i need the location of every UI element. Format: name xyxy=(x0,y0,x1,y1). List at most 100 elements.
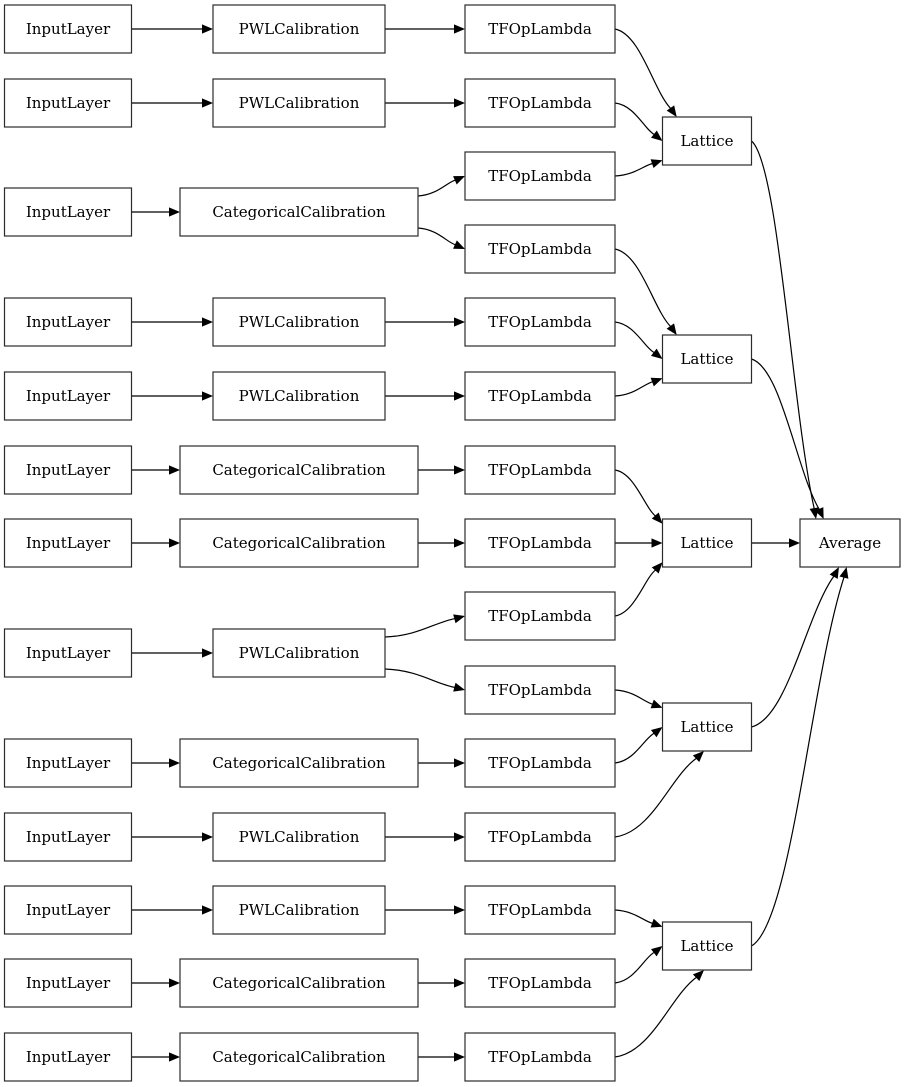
node-pwlcalibration-cal4[interactable]: PWLCalibration xyxy=(212,297,386,347)
node-input-layer-in3[interactable]: InputLayer xyxy=(3,187,133,237)
arrowhead-icon xyxy=(454,1052,465,1062)
node-tfop-lambda-lam2[interactable]: TFOpLambda xyxy=(464,78,616,128)
node-label: TFOpLambda xyxy=(488,681,592,699)
edge-lam12-to-lat4 xyxy=(614,751,704,838)
node-input-layer-in2[interactable]: InputLayer xyxy=(3,78,133,128)
arrowhead-icon xyxy=(202,24,213,34)
arrowhead-icon xyxy=(829,567,839,579)
node-tfop-lambda-lam14[interactable]: TFOpLambda xyxy=(464,958,616,1008)
edge-lam13-to-lat5 xyxy=(614,909,663,928)
node-box xyxy=(661,702,753,752)
node-categorical-calibration-cal7[interactable]: CategoricalCalibration xyxy=(179,518,419,568)
arrowhead-icon xyxy=(692,970,704,981)
node-box xyxy=(3,885,133,935)
node-pwlcalibration-cal5[interactable]: PWLCalibration xyxy=(212,371,386,421)
node-label: TFOpLambda xyxy=(488,828,592,846)
edge-cal3-to-lam4 xyxy=(417,227,465,249)
node-input-layer-in13[interactable]: InputLayer xyxy=(3,1032,133,1082)
node-input-layer-in1[interactable]: InputLayer xyxy=(3,4,133,54)
node-input-layer-in4[interactable]: InputLayer xyxy=(3,297,133,347)
edge-line xyxy=(614,248,672,328)
edge-in9-to-cal9 xyxy=(131,758,180,768)
node-pwlcalibration-cal2[interactable]: PWLCalibration xyxy=(212,78,386,128)
node-label: InputLayer xyxy=(26,901,111,919)
node-pwlcalibration-cal11[interactable]: PWLCalibration xyxy=(212,885,386,935)
node-categorical-calibration-cal13[interactable]: CategoricalCalibration xyxy=(179,1032,419,1082)
node-average-avg[interactable]: Average xyxy=(799,518,901,568)
edge-in7-to-cal7 xyxy=(131,538,180,548)
node-input-layer-in6[interactable]: InputLayer xyxy=(3,445,133,495)
edge-cal7-to-lam8 xyxy=(418,538,465,548)
node-input-layer-in7[interactable]: InputLayer xyxy=(3,518,133,568)
node-box xyxy=(179,738,419,788)
node-label: TFOpLambda xyxy=(488,901,592,919)
node-lattice-lat3[interactable]: Lattice xyxy=(661,518,753,568)
edge-lam2-to-lat1 xyxy=(614,102,663,141)
node-tfop-lambda-lam12[interactable]: TFOpLambda xyxy=(464,812,616,862)
node-box xyxy=(464,224,616,274)
edge-cal9-to-lam11 xyxy=(418,758,465,768)
node-label: CategoricalCalibration xyxy=(212,203,386,221)
node-box xyxy=(464,958,616,1008)
node-box xyxy=(464,738,616,788)
node-tfop-lambda-lam13[interactable]: TFOpLambda xyxy=(464,885,616,935)
node-box xyxy=(3,78,133,128)
node-input-layer-in5[interactable]: InputLayer xyxy=(3,371,133,421)
arrowhead-icon xyxy=(814,507,824,519)
node-label: CategoricalCalibration xyxy=(212,974,386,992)
node-box xyxy=(179,445,419,495)
node-pwlcalibration-cal10[interactable]: PWLCalibration xyxy=(212,812,386,862)
node-input-layer-in8[interactable]: InputLayer xyxy=(3,628,133,678)
node-tfop-lambda-lam9[interactable]: TFOpLambda xyxy=(464,591,616,641)
arrowhead-icon xyxy=(651,562,663,574)
node-tfop-lambda-lam4[interactable]: TFOpLambda xyxy=(464,224,616,274)
node-pwlcalibration-cal8[interactable]: PWLCalibration xyxy=(212,628,386,678)
node-input-layer-in10[interactable]: InputLayer xyxy=(3,812,133,862)
edge-in1-to-cal1 xyxy=(131,24,213,34)
node-lattice-lat5[interactable]: Lattice xyxy=(661,921,753,971)
node-tfop-lambda-lam5[interactable]: TFOpLambda xyxy=(464,297,616,347)
edge-line xyxy=(614,28,672,110)
node-box xyxy=(212,812,386,862)
node-label: TFOpLambda xyxy=(488,94,592,112)
node-tfop-lambda-lam11[interactable]: TFOpLambda xyxy=(464,738,616,788)
edge-line xyxy=(751,575,835,728)
node-categorical-calibration-cal12[interactable]: CategoricalCalibration xyxy=(179,958,419,1008)
node-box xyxy=(3,518,133,568)
node-label: PWLCalibration xyxy=(239,94,360,112)
node-tfop-lambda-lam3[interactable]: TFOpLambda xyxy=(464,151,616,201)
node-tfop-lambda-lam10[interactable]: TFOpLambda xyxy=(464,665,616,715)
arrowhead-icon xyxy=(453,240,465,249)
node-pwlcalibration-cal1[interactable]: PWLCalibration xyxy=(212,4,386,54)
node-label: InputLayer xyxy=(26,974,111,992)
edge-line xyxy=(614,689,654,705)
node-box xyxy=(464,371,616,421)
node-lattice-lat1[interactable]: Lattice xyxy=(661,116,753,166)
node-lattice-lat4[interactable]: Lattice xyxy=(661,702,753,752)
node-tfop-lambda-lam6[interactable]: TFOpLambda xyxy=(464,371,616,421)
arrowhead-icon xyxy=(454,538,465,548)
arrowhead-icon xyxy=(650,348,663,359)
node-lattice-lat2[interactable]: Lattice xyxy=(661,334,753,384)
edge-cal13-to-lam15 xyxy=(418,1052,465,1062)
node-categorical-calibration-cal6[interactable]: CategoricalCalibration xyxy=(179,445,419,495)
arrowhead-icon xyxy=(202,905,213,915)
node-label: TFOpLambda xyxy=(488,387,592,405)
node-tfop-lambda-lam7[interactable]: TFOpLambda xyxy=(464,445,616,495)
arrowhead-icon xyxy=(454,465,465,475)
arrowhead-icon xyxy=(666,105,677,117)
node-box xyxy=(3,371,133,421)
node-categorical-calibration-cal9[interactable]: CategoricalCalibration xyxy=(179,738,419,788)
node-box xyxy=(661,116,753,166)
node-box xyxy=(464,665,616,715)
node-tfop-lambda-lam8[interactable]: TFOpLambda xyxy=(464,518,616,568)
node-label: TFOpLambda xyxy=(488,754,592,772)
node-label: InputLayer xyxy=(26,20,111,38)
node-input-layer-in9[interactable]: InputLayer xyxy=(3,738,133,788)
node-input-layer-in12[interactable]: InputLayer xyxy=(3,958,133,1008)
node-tfop-lambda-lam1[interactable]: TFOpLambda xyxy=(464,4,616,54)
node-box xyxy=(3,812,133,862)
node-tfop-lambda-lam15[interactable]: TFOpLambda xyxy=(464,1032,616,1082)
node-categorical-calibration-cal3[interactable]: CategoricalCalibration xyxy=(179,187,419,237)
node-input-layer-in11[interactable]: InputLayer xyxy=(3,885,133,935)
